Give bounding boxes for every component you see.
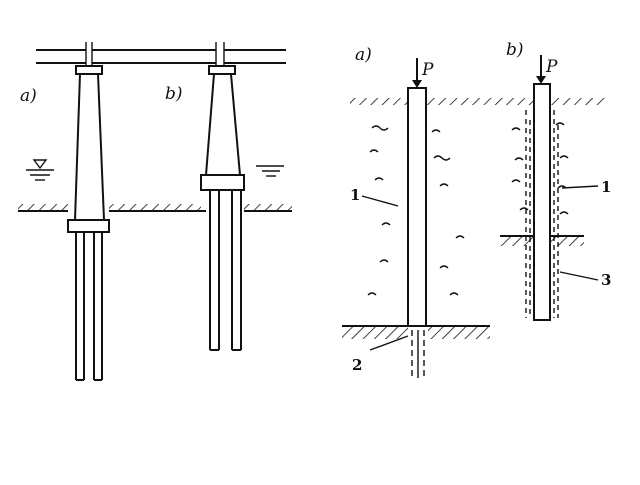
- right-label-b: b): [506, 40, 524, 60]
- load-label-b: P: [545, 57, 558, 77]
- bridge-deck: [36, 42, 286, 68]
- water-level-symbol-b: [256, 165, 284, 177]
- left-label-b: b): [165, 84, 183, 104]
- load-arrow-b: [536, 55, 546, 84]
- callout-leader-3: [559, 271, 599, 281]
- left-label-a: a): [20, 86, 37, 106]
- callout-1-b: 1: [601, 178, 611, 196]
- ground-surface-a: [350, 98, 486, 105]
- right-label-a: a): [355, 45, 372, 65]
- pier-a: [67, 65, 110, 381]
- callout-1-a: 1: [350, 186, 360, 204]
- pier-b: [200, 65, 245, 351]
- callout-3: 3: [601, 271, 611, 289]
- callout-2: 2: [352, 356, 362, 374]
- water-level-symbol-a: [26, 159, 54, 181]
- callout-leader-1a: [361, 195, 399, 207]
- hard-stratum-a: [342, 325, 490, 339]
- right-figure: a) b) P P: [342, 40, 611, 378]
- pile-b: [525, 83, 559, 321]
- pile-a: [407, 87, 427, 378]
- ground-line-left: [18, 204, 292, 212]
- load-arrow-a: [412, 58, 422, 88]
- left-figure: a) b): [18, 42, 292, 381]
- callout-leader-2: [369, 335, 409, 351]
- callout-leader-1b: [561, 185, 599, 189]
- soft-soil-texture: [367, 122, 569, 296]
- ground-surface-b: [486, 98, 606, 105]
- load-label-a: P: [421, 60, 434, 80]
